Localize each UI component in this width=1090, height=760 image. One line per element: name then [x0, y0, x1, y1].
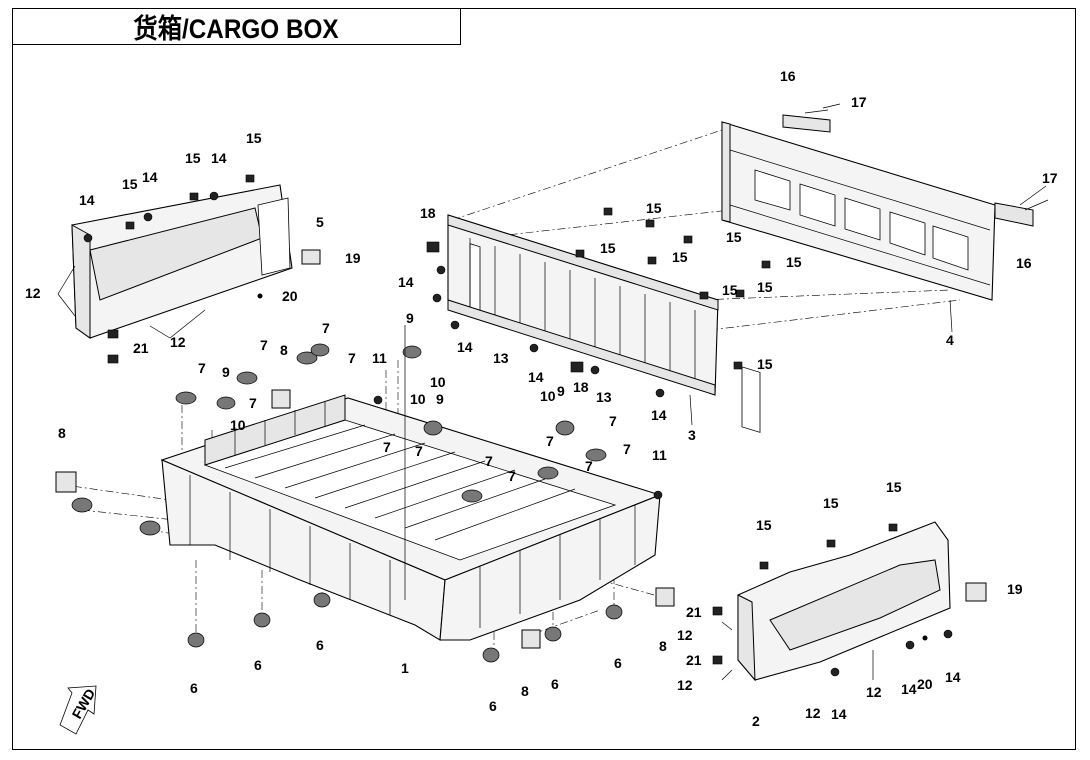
- callout-11: 11: [652, 447, 667, 463]
- callout-7: 7: [260, 337, 268, 353]
- callout-7: 7: [609, 413, 617, 429]
- callout-labels: 16 17 17 16 4 18 15 15 15 15 15 15 15 14…: [25, 68, 1058, 729]
- callout-14: 14: [457, 339, 473, 355]
- callout-7: 7: [249, 395, 257, 411]
- callout-15: 15: [757, 356, 773, 372]
- title-block: 货箱/CARGO BOX: [12, 8, 461, 45]
- callout-16: 16: [780, 68, 796, 84]
- callout-15: 15: [122, 176, 138, 192]
- callout-14: 14: [901, 681, 917, 697]
- callout-15: 15: [886, 479, 902, 495]
- part-3-inner-panel: [447, 214, 719, 396]
- page-title: 货箱/CARGO BOX: [133, 14, 340, 44]
- callout-7: 7: [623, 441, 631, 457]
- callout-15: 15: [726, 229, 742, 245]
- callout-14: 14: [945, 669, 961, 685]
- callout-1: 1: [401, 660, 409, 676]
- hardware-parts: [55, 174, 987, 677]
- callout-6: 6: [316, 637, 324, 653]
- callout-10: 10: [230, 417, 246, 433]
- callout-21: 21: [686, 604, 702, 620]
- callout-19: 19: [1007, 581, 1023, 597]
- callout-8: 8: [58, 425, 66, 441]
- callout-18: 18: [573, 379, 589, 395]
- callout-12: 12: [677, 677, 693, 693]
- callout-16: 16: [1016, 255, 1032, 271]
- callout-7: 7: [546, 433, 554, 449]
- callout-8: 8: [659, 638, 667, 654]
- part-16-latch-top: [782, 114, 831, 133]
- callout-19: 19: [345, 250, 361, 266]
- callout-6: 6: [614, 655, 622, 671]
- callout-18: 18: [420, 205, 436, 221]
- callout-14: 14: [528, 369, 544, 385]
- callout-6: 6: [489, 698, 497, 714]
- callout-2: 2: [752, 713, 760, 729]
- callout-12: 12: [170, 334, 186, 350]
- callout-15: 15: [823, 495, 839, 511]
- part-1-cargo-tub: [160, 394, 662, 641]
- callout-21: 21: [133, 340, 149, 356]
- callout-9: 9: [222, 364, 230, 380]
- callout-15: 15: [786, 254, 802, 270]
- callout-15: 15: [722, 282, 738, 298]
- callout-4: 4: [946, 332, 954, 348]
- callout-15: 15: [756, 517, 772, 533]
- callout-12: 12: [25, 285, 41, 301]
- callout-7: 7: [585, 458, 593, 474]
- part-5-left-side-panel: [71, 184, 293, 339]
- callout-10: 10: [540, 388, 556, 404]
- callout-7: 7: [198, 360, 206, 376]
- callout-14: 14: [398, 274, 414, 290]
- callout-7: 7: [348, 350, 356, 366]
- callout-5: 5: [316, 214, 324, 230]
- callout-7: 7: [383, 439, 391, 455]
- callout-6: 6: [551, 676, 559, 692]
- callout-15: 15: [600, 240, 616, 256]
- callout-21: 21: [686, 652, 702, 668]
- callout-15: 15: [757, 279, 773, 295]
- drawing-frame: [12, 8, 1076, 750]
- callout-8: 8: [521, 683, 529, 699]
- callout-15: 15: [246, 130, 262, 146]
- callout-20: 20: [282, 288, 298, 304]
- callout-7: 7: [322, 320, 330, 336]
- callout-10: 10: [410, 391, 426, 407]
- callout-15: 15: [646, 200, 662, 216]
- part-2-right-side-panel: [737, 521, 951, 682]
- callout-6: 6: [254, 657, 262, 673]
- callout-17: 17: [851, 94, 867, 110]
- callout-9: 9: [406, 310, 414, 326]
- callout-12: 12: [805, 705, 821, 721]
- callout-7: 7: [508, 468, 516, 484]
- callout-15: 15: [185, 150, 201, 166]
- callout-20: 20: [917, 676, 933, 692]
- callout-13: 13: [596, 389, 612, 405]
- callout-9: 9: [436, 391, 444, 407]
- callout-14: 14: [142, 169, 158, 185]
- callout-8: 8: [280, 342, 288, 358]
- callout-14: 14: [79, 192, 95, 208]
- part-4-tailgate: [721, 121, 996, 433]
- callout-14: 14: [211, 150, 227, 166]
- fwd-arrow-icon: FWD: [59, 685, 98, 735]
- callout-17: 17: [1042, 170, 1058, 186]
- callout-7: 7: [485, 453, 493, 469]
- callout-14: 14: [651, 407, 667, 423]
- callout-12: 12: [866, 684, 882, 700]
- callout-7: 7: [415, 443, 423, 459]
- callout-3: 3: [688, 427, 696, 443]
- callout-6: 6: [190, 680, 198, 696]
- callout-14: 14: [831, 706, 847, 722]
- callout-9: 9: [557, 383, 565, 399]
- leader-lines: [57, 103, 1049, 681]
- callout-15: 15: [672, 249, 688, 265]
- part-16-latch-right: [994, 202, 1034, 227]
- callout-13: 13: [493, 350, 509, 366]
- callout-10: 10: [430, 374, 446, 390]
- callout-12: 12: [677, 627, 693, 643]
- callout-11: 11: [372, 350, 387, 366]
